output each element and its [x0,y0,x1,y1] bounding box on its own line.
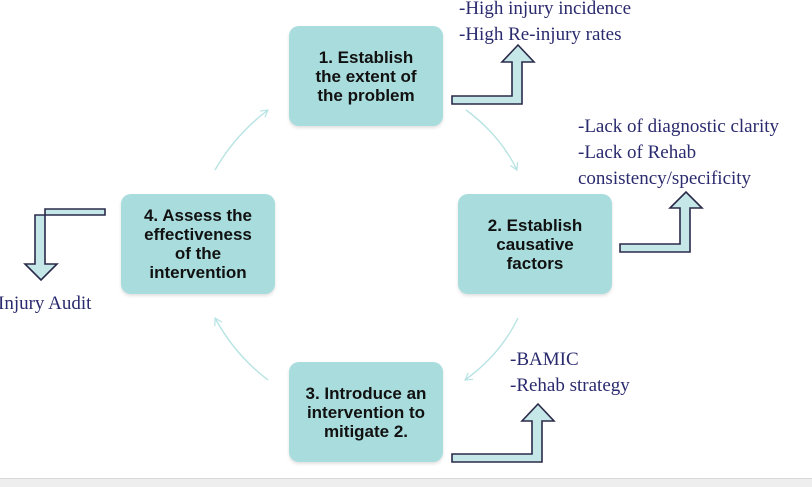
step-4-box: 4. Assess the effectiveness of the inter… [121,194,275,294]
note-high-injury-incidence: -High injury incidence [459,0,632,19]
note-rehab-strategy: -Rehab strategy [510,375,630,396]
bottom-scroll-strip [0,478,812,487]
cycle-arrow-2-to-3 [464,317,519,381]
note-consistency-specificity: consistency/specificity [578,168,752,189]
cycle-arrow-3-to-4 [214,316,269,381]
step-4-notes: Injury Audit [0,291,91,317]
note-lack-diagnostic-clarity: -Lack of diagnostic clarity [578,116,780,137]
note-bamic: -BAMIC [510,349,579,370]
step-2-box: 2. Establish causative factors [458,194,612,294]
step-1-notes: -High injury incidence -High Re-injury r… [459,0,631,48]
callout-arrow-step3 [451,402,556,463]
note-high-reinjury-rates: -High Re-injury rates [459,24,622,45]
step-3-box: 3. Introduce an intervention to mitigate… [289,362,443,462]
cycle-arrow-1-to-2 [465,109,519,172]
note-lack-of-rehab: -Lack of Rehab [578,142,697,163]
step-2-notes: -Lack of diagnostic clarity -Lack of Reh… [578,114,779,192]
step-3-notes: -BAMIC -Rehab strategy [510,347,630,399]
cycle-arrow-4-to-1 [214,109,269,171]
callout-arrow-step2 [619,190,704,253]
callout-arrow-step4 [23,208,106,282]
note-injury-audit: Injury Audit [0,293,92,314]
step-1-box: 1. Establish the extent of the problem [289,26,443,126]
callout-arrow-step1 [451,43,536,105]
